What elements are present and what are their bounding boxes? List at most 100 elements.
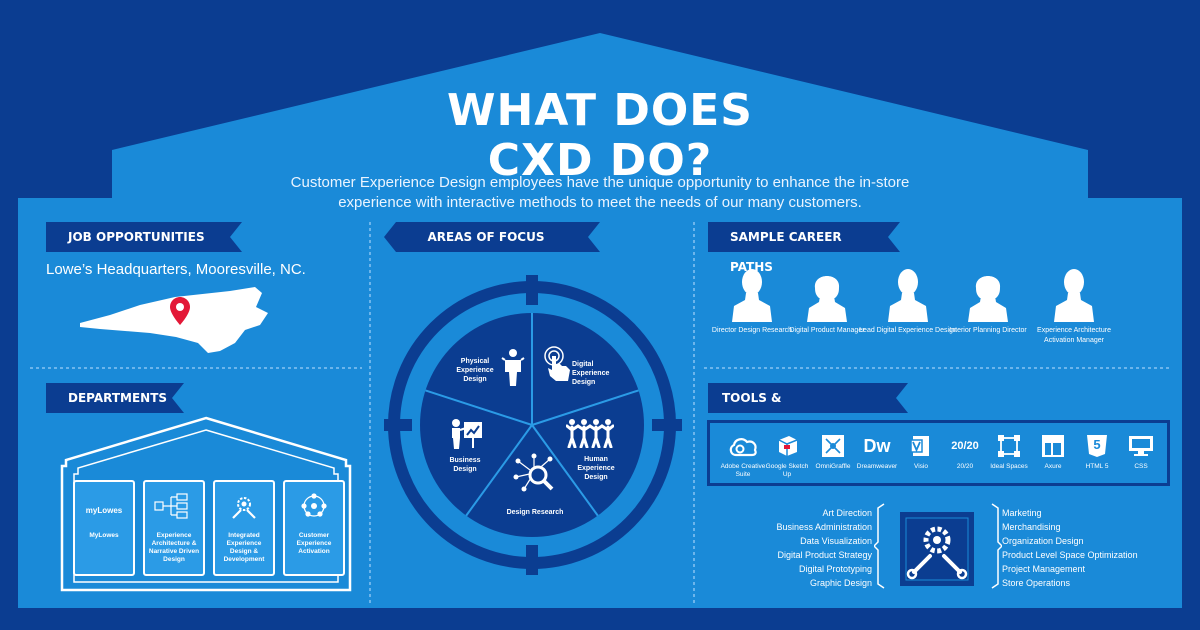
skills-list-left: Art Direction Business Administration Da… — [720, 506, 872, 590]
tool-axure: Axure — [1030, 433, 1076, 471]
departments-banner-shape — [46, 383, 184, 413]
tool-ideal-spaces: Ideal Spaces — [986, 433, 1032, 471]
areas-of-focus-heading: AREAS OF FOCUS — [427, 230, 545, 244]
tool-google-sketch-up: Google Sketch Up — [764, 433, 810, 479]
career-title: Interior Planning Director — [949, 327, 1027, 334]
tool-label: CSS — [1134, 463, 1148, 470]
career-title: Director Design Research — [711, 327, 793, 334]
skill-item: Project Management — [1002, 564, 1086, 574]
skill-item: Graphic Design — [809, 578, 872, 588]
2020-glyph: 20/20 — [951, 440, 979, 452]
headquarters-location: Lowe’s Headquarters, Mooresville, NC. — [46, 261, 306, 278]
gear-wrench-icon — [906, 526, 968, 580]
skill-item: Product Level Space Optimization — [1002, 550, 1138, 560]
skill-item: Business Administration — [776, 522, 872, 532]
department-card-integrated-experience: Integrated Experience Design & Developme… — [213, 480, 275, 576]
flowchart-icon — [154, 493, 188, 519]
location-pin-icon — [170, 297, 190, 325]
skill-item: Store Operations — [1002, 578, 1071, 588]
tool-label: 20/20 — [956, 463, 974, 470]
career-title: Digital Product Manager — [789, 327, 865, 334]
tool-label: Dreamweaver — [856, 463, 898, 470]
departments-heading: DEPARTMENTS — [68, 391, 168, 405]
career-title: Experience Architecture Activation Manag… — [1037, 327, 1111, 344]
title-line-2: CXD DO? — [487, 135, 713, 186]
presentation-icon — [452, 419, 482, 449]
mylowes-logo: myLowes — [85, 506, 123, 515]
sketchup-icon — [778, 436, 798, 456]
segment-label-digital: Digital Experience Design — [572, 361, 610, 386]
tool-html5: 5 HTML 5 — [1074, 433, 1120, 471]
segment-label-physical: Physical Experience Design — [456, 358, 494, 383]
department-card-mylowes: myLowes MyLowes — [73, 480, 135, 576]
people-icon — [566, 419, 614, 448]
skill-item: Merchandising — [1002, 522, 1061, 532]
tool-label: Axure — [1044, 463, 1062, 470]
skill-item: Digital Prototyping — [798, 564, 872, 574]
segment-label-design-research: Design Research — [506, 509, 564, 516]
page-title: WHAT DOES CXD DO? — [350, 86, 850, 186]
career-path-interior-planning-director: Interior Planning Director — [938, 266, 1038, 336]
html5-icon — [1087, 435, 1107, 457]
tool-visio: Visio — [898, 433, 944, 471]
segment-label-human: Human Experience Design — [577, 456, 615, 481]
male-avatar-icon — [732, 269, 772, 322]
tool-omnigraffle: OmniGraffle — [810, 433, 856, 471]
tool-label: OmniGraffle — [815, 463, 851, 470]
areas-of-focus-banner-shape — [384, 222, 600, 252]
search-network-icon — [513, 453, 554, 492]
job-opportunities-heading: JOB OPPORTUNITIES — [68, 230, 205, 244]
people-network-icon — [301, 493, 327, 517]
ideal-spaces-icon — [998, 435, 1020, 457]
career-path-lead-digital-experience: Lead Digital Experience Design — [858, 266, 958, 336]
career-path-experience-architecture-activation: Experience Architecture Activation Manag… — [1024, 266, 1124, 346]
department-card-customer-activation: Customer Experience Activation — [283, 480, 345, 576]
department-card-experience-architecture: Experience Architecture & Narrative Driv… — [143, 480, 205, 576]
career-path-director-design-research: Director Design Research — [702, 266, 802, 336]
job-opportunities-banner-shape — [46, 222, 242, 252]
store-outline-icon — [60, 416, 352, 592]
axure-icon — [1042, 435, 1064, 457]
tool-label: Ideal Spaces — [990, 463, 1028, 470]
male-avatar-icon — [888, 269, 928, 322]
creative-cloud-icon — [729, 438, 757, 457]
skills-bracket-gear — [874, 503, 1002, 589]
intro-text: Customer Experience Design employees hav… — [250, 173, 950, 213]
career-path-digital-product-manager: Digital Product Manager — [777, 266, 877, 336]
skills-list-right: Marketing Merchandising Organization Des… — [1002, 506, 1182, 590]
tool-label: Google Sketch Up — [765, 463, 809, 478]
tools-banner-shape — [708, 383, 908, 413]
skill-item: Marketing — [1002, 508, 1042, 518]
career-paths-banner-shape — [708, 222, 900, 252]
omnigraffle-icon — [822, 435, 844, 457]
touch-icon — [544, 346, 570, 381]
career-paths-heading: SAMPLE CAREER PATHS — [730, 230, 842, 274]
department-label: Experience Architecture & Narrative Driv… — [148, 532, 200, 563]
dreamweaver-glyph: Dw — [863, 435, 891, 456]
title-line-1: WHAT DOES — [447, 85, 753, 136]
female-avatar-icon — [807, 276, 847, 322]
north-carolina-map-icon — [80, 287, 268, 353]
intro-line-1: Customer Experience Design employees hav… — [290, 174, 910, 191]
segment-label-business: Business Design — [449, 457, 481, 473]
male-avatar-icon — [1054, 269, 1094, 322]
department-label: Integrated Experience Design & Developme… — [223, 532, 265, 563]
tool-adobe-creative-suite: Adobe Creative Suite — [720, 433, 766, 479]
monitor-icon — [1129, 436, 1153, 456]
tool-label: Adobe Creative Suite — [720, 463, 766, 478]
dreamweaver-icon: Dw — [854, 433, 900, 459]
tools-panel: Adobe Creative Suite Google Sketch Up Om… — [707, 420, 1170, 486]
skill-item: Data Visualization — [800, 536, 872, 546]
tools-heading: TOOLS & METHODOLOGIES — [722, 391, 839, 435]
gear-tools-icon — [232, 497, 256, 519]
visio-icon — [910, 436, 929, 456]
intro-line-2: experience with interactive methods to m… — [338, 194, 862, 211]
department-label: Customer Experience Activation — [296, 532, 332, 555]
tool-label: HTML 5 — [1085, 463, 1109, 470]
tool-css: CSS — [1118, 433, 1164, 471]
tool-dreamweaver: Dw Dreamweaver — [854, 433, 900, 471]
skill-item: Art Direction — [822, 508, 872, 518]
tool-label: Visio — [914, 463, 928, 470]
person-icon — [501, 349, 525, 386]
